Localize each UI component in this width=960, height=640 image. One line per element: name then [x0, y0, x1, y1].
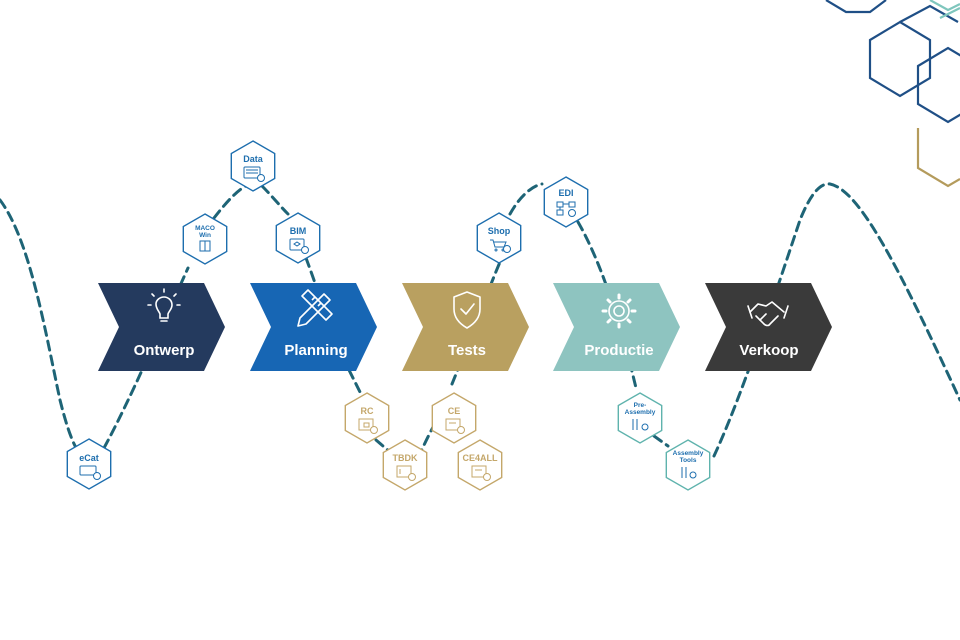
lightbulb-icon — [147, 288, 181, 322]
cart-icon — [490, 239, 511, 253]
tool-hexagons: eCat MACO Win Data — [66, 140, 711, 491]
tool-maco-win[interactable]: MACO Win — [182, 213, 228, 265]
hex-shape — [382, 439, 428, 491]
corner-hex-6 — [939, 7, 960, 19]
tool-label-line-2: Win — [199, 232, 211, 239]
tool-label: CE4ALL — [462, 453, 498, 463]
phase-label: Planning — [284, 342, 347, 359]
hex-shape — [617, 392, 663, 444]
document-icon — [396, 465, 416, 481]
phase-label: Productie — [584, 342, 653, 359]
network-icon — [556, 201, 576, 217]
tool-tbdk[interactable]: TBDK — [382, 439, 428, 491]
chevron-shape — [98, 283, 225, 371]
tool-label: Shop — [488, 226, 511, 236]
hex-shape — [182, 213, 228, 265]
tool-edi[interactable]: EDI — [543, 176, 589, 228]
tool-label: Data — [243, 154, 264, 164]
lock-icon — [358, 418, 378, 434]
path-segment-3 — [212, 184, 248, 220]
pencil-ruler-icon — [297, 289, 333, 327]
tool-ecat[interactable]: eCat — [66, 438, 112, 490]
screwdriver-icon — [681, 467, 697, 479]
chevron-shape — [250, 283, 377, 371]
phase-productie[interactable]: Productie — [553, 283, 680, 371]
window-icon — [199, 240, 211, 252]
chevron-shape — [705, 283, 832, 371]
tool-label-line-1: Pre- — [634, 402, 647, 409]
tool-label-line-2: Assembly — [625, 409, 656, 416]
certificate-icon — [471, 465, 491, 481]
tool-label-line-1: MACO — [195, 225, 215, 232]
hex-shape — [275, 212, 321, 264]
tool-ce[interactable]: CE — [431, 392, 477, 444]
corner-hex-decoration — [825, 0, 960, 188]
phase-label: Verkoop — [739, 342, 798, 359]
tool-label: eCat — [79, 453, 99, 463]
cube-icon — [289, 238, 309, 254]
tool-data[interactable]: Data — [230, 140, 276, 192]
chevron-shape — [553, 283, 680, 371]
corner-hex-4 — [899, 4, 959, 23]
phase-label: Ontwerp — [134, 342, 195, 359]
tool-label-line-2: Tools — [680, 457, 697, 464]
path-segment-9 — [508, 182, 544, 216]
tool-assembly-tools[interactable]: Assembly Tools — [665, 439, 711, 491]
corner-hex-1 — [825, 0, 887, 14]
path-segment-11 — [652, 434, 670, 448]
corner-hex-7 — [916, 128, 960, 188]
card-icon — [79, 465, 101, 480]
tool-rc[interactable]: RC — [344, 392, 390, 444]
hex-shape — [457, 439, 503, 491]
tool-label: EDI — [558, 188, 573, 198]
hex-shape — [431, 392, 477, 444]
corner-hex-2 — [868, 20, 932, 98]
phase-tests[interactable]: Tests — [402, 283, 529, 371]
tool-pre-assembly[interactable]: Pre- Assembly — [617, 392, 663, 444]
hex-shape — [476, 212, 522, 264]
tool-bim[interactable]: BIM — [275, 212, 321, 264]
tool-label: RC — [361, 406, 374, 416]
hex-shape — [543, 176, 589, 228]
tool-label: BIM — [290, 226, 307, 236]
database-icon — [243, 166, 265, 182]
tool-label: CE — [448, 406, 461, 416]
phase-planning[interactable]: Planning — [250, 283, 377, 371]
tool-shop[interactable]: Shop — [476, 212, 522, 264]
tool-ce4all[interactable]: CE4ALL — [457, 439, 503, 491]
phase-verkoop[interactable]: Verkoop — [705, 283, 832, 371]
shield-check-icon — [453, 291, 481, 329]
phase-ontwerp[interactable]: Ontwerp — [98, 283, 225, 371]
handshake-icon — [747, 301, 789, 327]
tool-label: TBDK — [393, 453, 418, 463]
corner-hex-3 — [916, 46, 960, 124]
path-segment-1 — [0, 198, 90, 464]
hex-shape — [344, 392, 390, 444]
path-segment-4 — [260, 184, 290, 216]
tool-label-line-1: Assembly — [673, 450, 704, 457]
hex-shape — [230, 140, 276, 192]
certificate-icon — [445, 418, 465, 434]
gear-icon — [601, 293, 637, 329]
hex-shape — [665, 439, 711, 491]
tools-icon — [632, 419, 649, 431]
phase-chevrons: Ontwerp Planning Tests — [98, 283, 832, 371]
phase-label: Tests — [448, 342, 486, 359]
corner-hex-5 — [929, 0, 960, 12]
